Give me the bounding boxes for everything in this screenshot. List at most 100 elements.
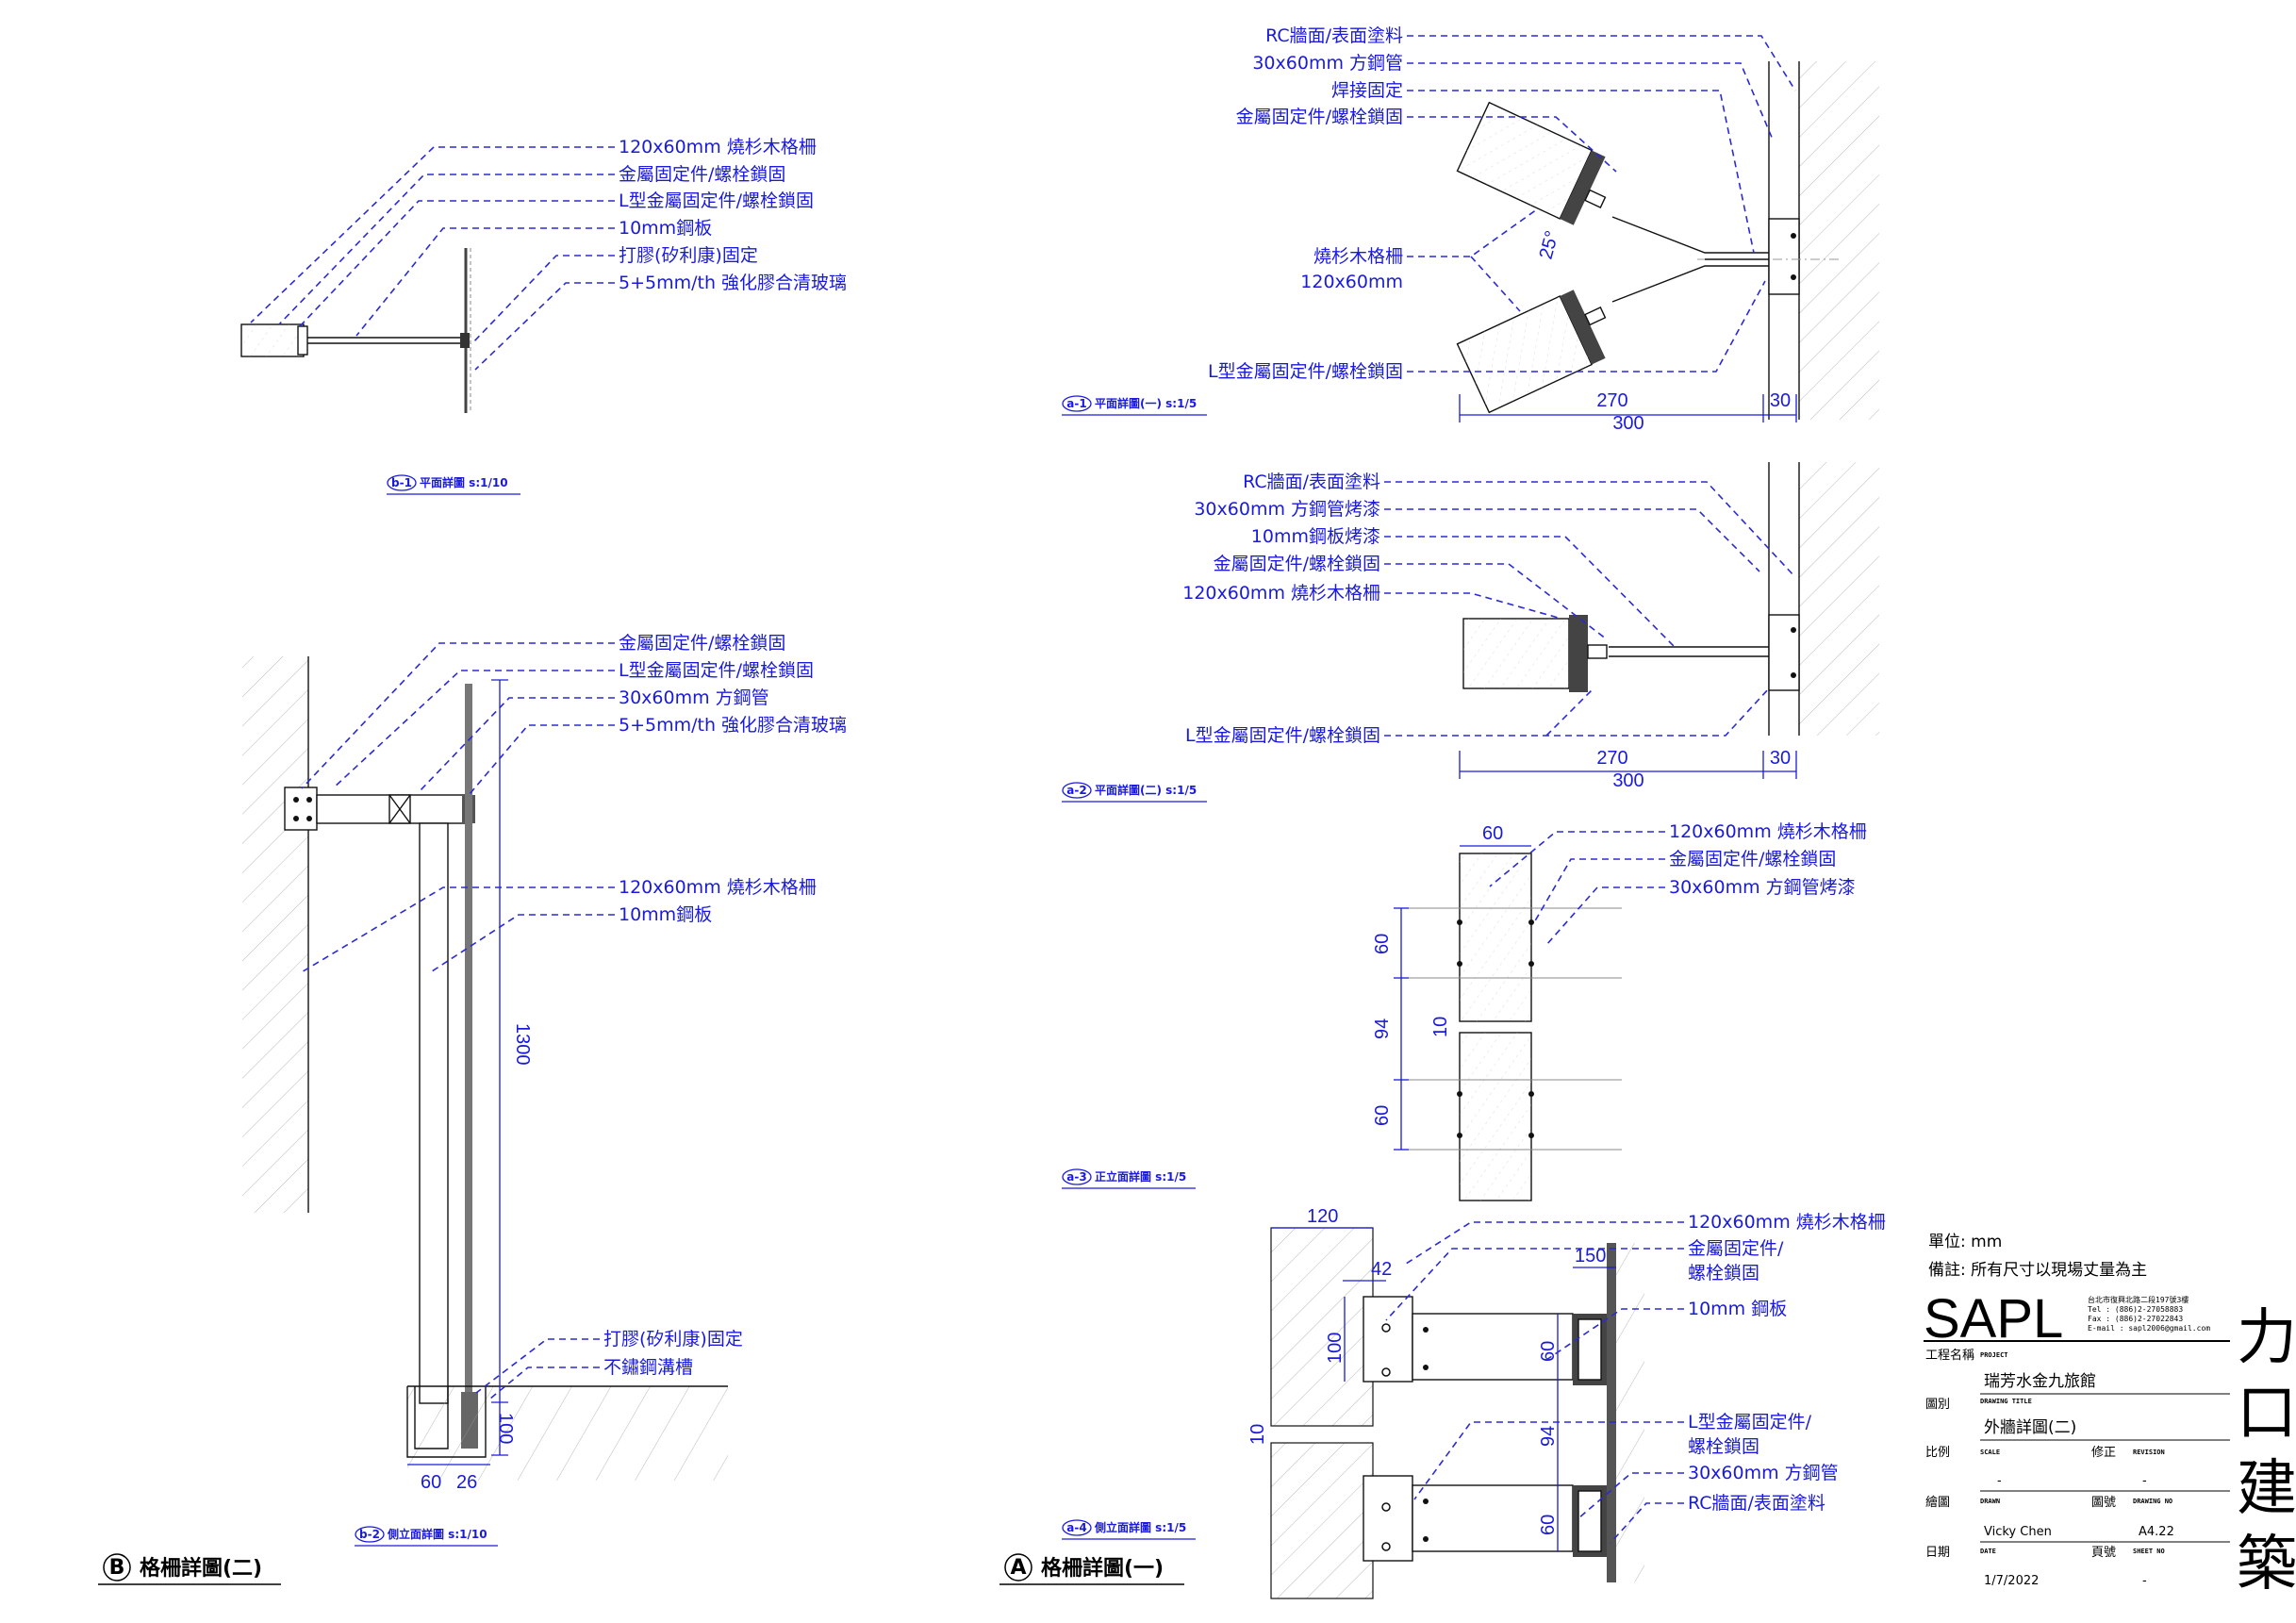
steel-tube bbox=[1412, 1484, 1574, 1552]
bolt bbox=[1791, 274, 1796, 280]
wood-grain bbox=[1460, 853, 1531, 1021]
wood-slat-section-upper bbox=[1271, 1228, 1373, 1426]
bolt bbox=[1528, 961, 1534, 967]
title-mark-ring bbox=[1004, 1553, 1032, 1582]
b1-label-4: 10mm鋼板 bbox=[619, 218, 712, 239]
address-line-4: E-mail : sapl2006@gmail.com bbox=[2088, 1324, 2210, 1333]
b2-label-5: 120x60mm 燒杉木格柵 bbox=[619, 877, 817, 898]
leader bbox=[1407, 208, 1538, 257]
bolt bbox=[306, 797, 312, 803]
address-line-2: Tel : (886)2-27058883 bbox=[2088, 1305, 2183, 1314]
leader bbox=[1384, 481, 1796, 578]
dim-angle: 25° bbox=[1536, 228, 1563, 261]
dim-60b: 60 bbox=[1538, 1515, 1559, 1535]
bolt bbox=[1423, 1536, 1429, 1542]
leader bbox=[1385, 1248, 1684, 1321]
wood-slat bbox=[419, 822, 449, 1404]
b2-label-7: 打膠(矽利康)固定 bbox=[603, 1329, 743, 1350]
leader bbox=[1407, 116, 1617, 173]
wood-grain bbox=[1457, 102, 1593, 219]
wood-slat-section-lower bbox=[1271, 1443, 1373, 1598]
leader bbox=[489, 1366, 600, 1399]
caption-text: 平面詳圖 s:1/10 bbox=[420, 475, 508, 489]
a3-label-3: 30x60mm 方鋼管烤漆 bbox=[1669, 877, 1856, 898]
rc-wall bbox=[242, 656, 308, 1213]
leader bbox=[1532, 858, 1665, 925]
scale-value: - bbox=[1997, 1474, 2002, 1488]
caption-a4: a-4 側立面詳圖 s:1/5 bbox=[1062, 1519, 1196, 1540]
leader bbox=[1545, 886, 1665, 946]
drawn-label: 繪圖 bbox=[1925, 1495, 1950, 1510]
bolt bbox=[1457, 1091, 1462, 1097]
bolt bbox=[1457, 919, 1462, 925]
firm-char-4: 築 bbox=[2237, 1530, 2296, 1599]
steel-tube bbox=[1412, 1313, 1574, 1381]
caption-mark: a-3 bbox=[1066, 1170, 1086, 1184]
a1-label-4: 金屬固定件/螺栓鎖固 bbox=[1236, 107, 1403, 127]
drawn-tag: DRAWN bbox=[1980, 1498, 2000, 1505]
leader bbox=[1545, 1308, 1684, 1361]
a3-label-2: 金屬固定件/螺栓鎖固 bbox=[1669, 849, 1836, 869]
dim-v3: 60 bbox=[1372, 1105, 1393, 1126]
dim-height: 1300 bbox=[512, 1023, 533, 1066]
dim-42: 42 bbox=[1371, 1259, 1392, 1280]
title-text: 格柵詳圖(一) bbox=[1041, 1556, 1164, 1581]
leader bbox=[1384, 536, 1676, 648]
sheet-no: - bbox=[2142, 1574, 2147, 1588]
dim-150: 150 bbox=[1575, 1246, 1606, 1267]
a2-label-3: 10mm鋼板烤漆 bbox=[1251, 526, 1380, 547]
detail-b1: 120x60mm 燒杉木格柵 金屬固定件/螺栓鎖固 L型金屬固定件/螺栓鎖固 1… bbox=[240, 137, 847, 495]
leader bbox=[1489, 831, 1665, 887]
project-label: 工程名稱 bbox=[1925, 1348, 1974, 1363]
dim-120: 120 bbox=[1307, 1206, 1338, 1227]
dim-v2: 94 bbox=[1372, 1019, 1393, 1039]
title-b: B 格柵詳圖(二) bbox=[98, 1553, 281, 1585]
bolt bbox=[1528, 919, 1534, 925]
b1-label-group: 120x60mm 燒杉木格柵 金屬固定件/螺栓鎖固 L型金屬固定件/螺栓鎖固 1… bbox=[619, 137, 847, 293]
a4-label-2: 金屬固定件/ bbox=[1688, 1238, 1784, 1259]
project-tag: PROJECT bbox=[1980, 1351, 2008, 1359]
leader bbox=[250, 146, 615, 323]
dim-30: 30 bbox=[1770, 748, 1791, 769]
rc-wall bbox=[1616, 1243, 1644, 1582]
leader bbox=[1407, 90, 1755, 254]
leader bbox=[1610, 1502, 1684, 1544]
address-line-1: 台北市復興北路二段197號3樓 bbox=[2088, 1295, 2189, 1304]
caption-mark: a-2 bbox=[1066, 784, 1086, 797]
detail-a1: 25° 270 30 300 RC牆面/表面塗料 30x60mm 方鋼管 焊接固… bbox=[1062, 25, 1879, 434]
caption-mark: a-4 bbox=[1066, 1521, 1086, 1534]
bolt bbox=[1381, 1542, 1391, 1551]
a1-label-wood-2: 120x60mm bbox=[1300, 272, 1403, 292]
dim-94: 94 bbox=[1538, 1426, 1559, 1447]
ground bbox=[407, 1386, 728, 1481]
caption-a2: a-2 平面詳圖(二) s:1/5 bbox=[1062, 782, 1207, 803]
bolt bbox=[1528, 1091, 1534, 1097]
dim-w2: 26 bbox=[456, 1472, 477, 1493]
bolt bbox=[1423, 1327, 1429, 1333]
leader bbox=[1402, 1221, 1684, 1267]
bolt bbox=[1423, 1365, 1429, 1370]
bolt bbox=[1791, 233, 1796, 239]
caption-mark-ring bbox=[1062, 782, 1092, 799]
wall-plate bbox=[1768, 218, 1800, 295]
channel bbox=[406, 1386, 487, 1458]
note-label: 備註: 所有尺寸以現場丈量為主 bbox=[1928, 1261, 2147, 1280]
leader bbox=[301, 642, 615, 789]
bolt bbox=[1381, 1323, 1391, 1333]
leader bbox=[418, 697, 615, 793]
drawing-no-tag: DRAWING NO bbox=[2133, 1498, 2172, 1505]
leader bbox=[1413, 1421, 1684, 1500]
caption-mark-ring bbox=[1062, 1168, 1092, 1185]
bolt bbox=[306, 816, 312, 821]
caption-a3: a-3 正立面詳圖 s:1/5 bbox=[1062, 1168, 1196, 1189]
bolt bbox=[1457, 961, 1462, 967]
title-mark: B bbox=[109, 1556, 125, 1580]
a1-label-bottom: L型金屬固定件/螺栓鎖固 bbox=[1208, 361, 1403, 382]
b2-label-8: 不鏽鋼溝槽 bbox=[603, 1357, 693, 1378]
drawing-title: 外牆詳圖(二) bbox=[1984, 1418, 2076, 1437]
leader bbox=[1470, 256, 1521, 312]
title-a: A 格柵詳圖(一) bbox=[999, 1553, 1184, 1585]
steel-clamp bbox=[1569, 615, 1588, 692]
a3-label-1: 120x60mm 燒杉木格柵 bbox=[1669, 821, 1867, 842]
